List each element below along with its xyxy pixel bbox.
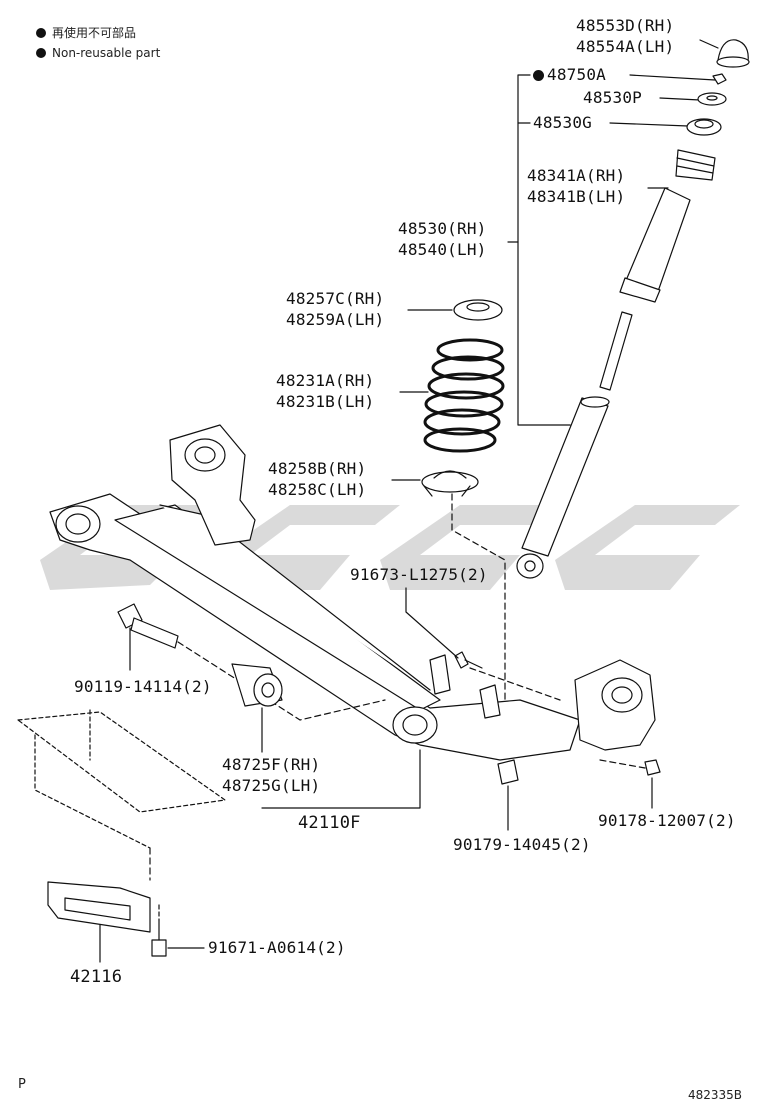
legend-nonreusable-en: Non-reusable part [36,46,160,60]
bolt-90119-part [117,603,179,649]
label-48750A-text: 48750A [547,65,606,84]
label-48725G: 48725G(LH) [222,776,321,795]
label-48554A: 48554A(LH) [576,37,675,56]
coil-spring-part [423,338,505,453]
label-48257C: 48257C(RH) [286,289,385,308]
label-90119: 90119-14114(2) [74,677,212,696]
legend-en-text: Non-reusable part [52,46,161,60]
lower-spring-seat-part [421,470,479,497]
label-90178: 90178-12007(2) [598,811,736,830]
bolt-91673-part [454,651,483,669]
label-48341A: 48341A(RH) [527,166,626,185]
label-42116: 42116 [70,967,123,987]
insulator-part [686,118,722,136]
label-48540: 48540(LH) [398,240,487,259]
torsion-beam-axle-part [49,424,656,761]
label-48530: 48530(RH) [398,219,487,238]
label-48725F: 48725F(RH) [222,755,321,774]
bolt-91671-part [151,919,167,957]
label-48553D: 48553D(RH) [576,16,675,35]
label-48231A: 48231A(RH) [276,371,375,390]
label-48530P: 48530P [583,88,642,107]
bushing-part [231,663,283,707]
label-48258B: 48258B(RH) [268,459,367,478]
nut-part [712,73,727,85]
nut-90178-part [644,759,661,776]
label-91671: 91671-A0614(2) [208,938,346,957]
shock-boot-part [619,149,716,303]
label-48341B: 48341B(LH) [527,187,626,206]
bracket-42116-part [47,881,151,933]
legend-jp-text: 再使用不可部品 [52,26,137,40]
page-letter: P [18,1077,26,1092]
label-48750A: 48750A [533,65,606,85]
diagram-code: 482335B [688,1088,743,1102]
label-48530G: 48530G [533,113,592,132]
nut-90179-part [497,759,519,785]
label-48259A: 48259A(LH) [286,310,385,329]
upper-spring-seat-part [453,299,503,321]
washer-part [697,92,727,106]
nonreusable-dot-icon [533,70,544,81]
shock-assembly-bracket [517,74,571,426]
label-90179: 90179-14045(2) [453,835,591,854]
nonreusable-dot-icon [36,27,46,38]
label-42110F: 42110F [298,813,361,833]
label-91673: 91673-L1275(2) [350,565,488,584]
legend-nonreusable-jp: 再使用不可部品 [36,24,136,41]
shock-absorber-part [516,311,633,579]
label-48231B: 48231B(LH) [276,392,375,411]
label-48258C: 48258C(LH) [268,480,367,499]
nonreusable-dot-icon [36,48,46,58]
under-cover-panel [17,709,226,849]
